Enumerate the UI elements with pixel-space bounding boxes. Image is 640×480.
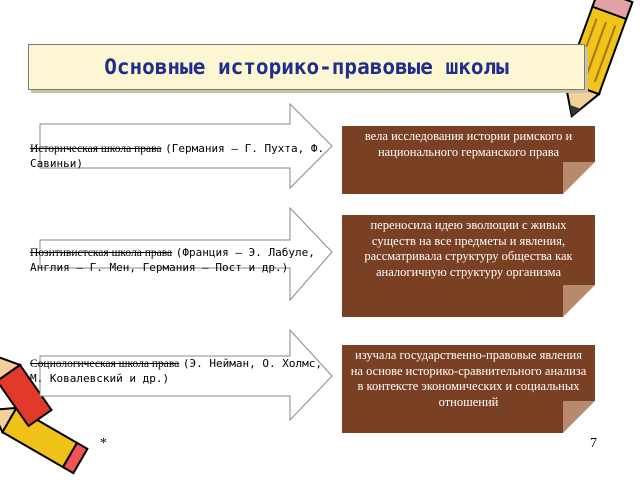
pencil-icon-bottom-left (0, 355, 89, 475)
page-number: 7 (590, 436, 597, 451)
school-name: Позитивистская школа права (30, 247, 173, 259)
result-text: переносила идею эволюции с живых существ… (364, 218, 573, 279)
result-text: вела исследования истории римского и нац… (364, 129, 573, 159)
arrow-icon (39, 102, 333, 422)
school-members: (Франция – Э. Лабуле, Англия – Г. Мен, Г… (30, 246, 315, 274)
school-name: Социологическая школа права (30, 358, 180, 370)
footer-star: * (100, 436, 107, 451)
school-item: Историческая школа права (Германия – Г. … (30, 141, 330, 171)
page-title: Основные историко-правовые школы (104, 55, 509, 79)
page-fold-icon (563, 285, 595, 317)
school-item: Социологическая школа права (Э. Нейман, … (30, 356, 330, 386)
result-box: изучала государственно-правовые явления … (342, 345, 595, 433)
result-box: переносила идею эволюции с живых существ… (342, 215, 595, 317)
result-box: вела исследования истории римского и нац… (342, 126, 595, 194)
result-text: изучала государственно-правовые явления … (350, 348, 587, 409)
school-members: (Э. Нейман, О. Холмс, М. Ковалевский и д… (30, 357, 322, 385)
page-fold-icon (563, 401, 595, 433)
school-name: Историческая школа права (30, 143, 162, 155)
page-fold-icon (563, 162, 595, 194)
school-item: Позитивистская школа права (Франция – Э.… (30, 245, 330, 275)
title-bar: Основные историко-правовые школы (28, 44, 585, 90)
school-members: (Германия – Г. Пухта, Ф. Савиньи) (30, 142, 325, 170)
